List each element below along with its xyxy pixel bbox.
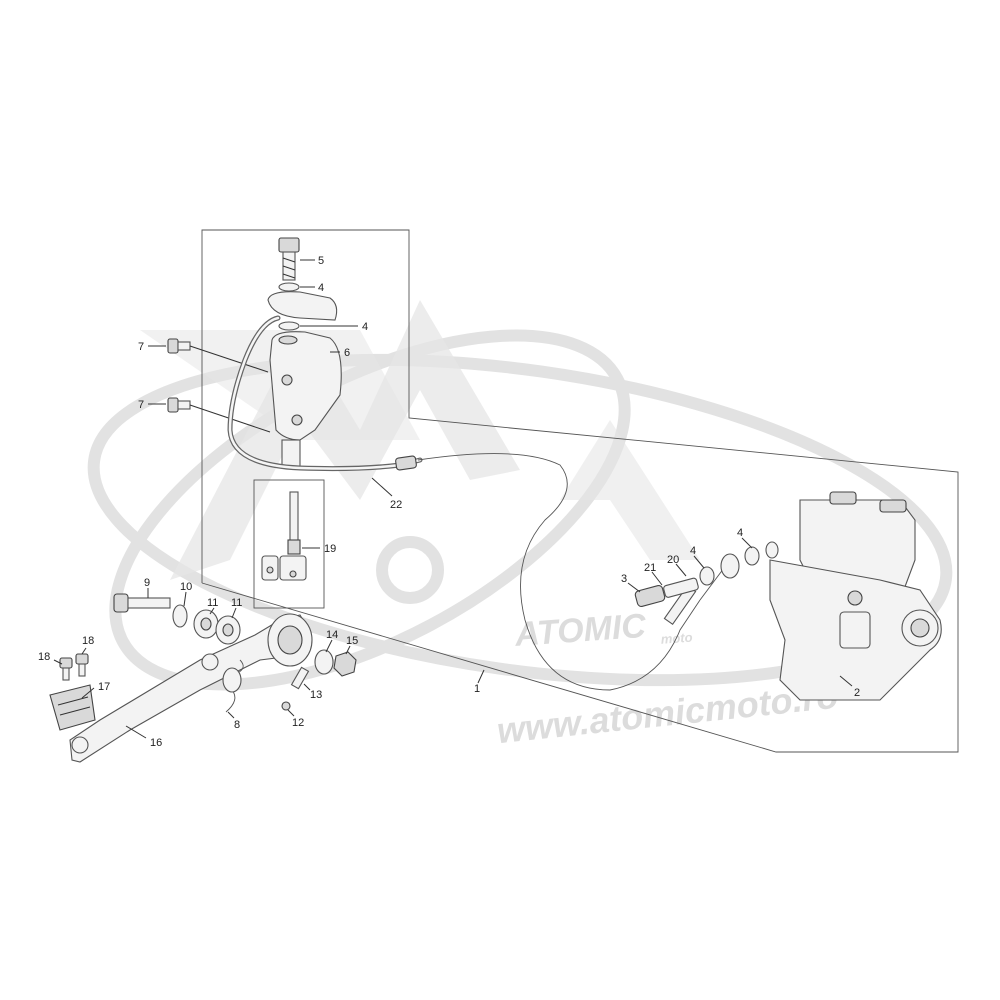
callout-20: 20 <box>667 554 679 566</box>
callout-16: 16 <box>150 737 162 749</box>
callout-4-top: 4 <box>318 282 324 294</box>
callout-18-right: 18 <box>82 635 94 647</box>
callout-15: 15 <box>346 635 358 647</box>
callout-10: 10 <box>180 581 192 593</box>
callout-labels: 5 4 4 6 7 7 22 19 1 2 3 21 20 <box>38 255 860 749</box>
callout-3: 3 <box>621 573 627 585</box>
brake-pedal <box>69 613 313 763</box>
callout-8: 8 <box>234 719 240 731</box>
brake-caliper <box>769 491 942 701</box>
callout-1: 1 <box>474 683 480 695</box>
pedal-tip <box>49 684 96 731</box>
callout-18-left: 18 <box>38 651 50 663</box>
callout-11-left: 11 <box>207 597 218 609</box>
callout-17: 17 <box>98 681 110 693</box>
watermark-brand: ATOMIC <box>513 607 648 654</box>
callout-7-top: 7 <box>138 341 144 353</box>
small-parts <box>281 649 357 711</box>
callout-4-caliper: 4 <box>737 527 743 539</box>
callout-7-bottom: 7 <box>138 399 144 411</box>
callout-19: 19 <box>324 543 336 555</box>
callout-14: 14 <box>326 629 338 641</box>
callout-6: 6 <box>344 347 350 359</box>
assembly-frames <box>201 229 959 753</box>
push-rod <box>261 491 307 581</box>
callout-4-banjo: 4 <box>690 545 696 557</box>
master-cylinder <box>267 237 342 469</box>
callout-4-second: 4 <box>362 321 368 333</box>
brake-line <box>417 453 731 691</box>
brake-hose <box>227 315 423 472</box>
callout-2: 2 <box>854 687 860 699</box>
callout-22: 22 <box>390 499 402 511</box>
pivot-bolt <box>113 593 241 645</box>
callout-11-right: 11 <box>231 597 242 609</box>
pedal-bolts <box>59 653 89 681</box>
callout-5: 5 <box>318 255 324 267</box>
callout-12: 12 <box>292 717 304 729</box>
return-spring <box>222 659 244 713</box>
callout-13: 13 <box>310 689 322 701</box>
callout-21: 21 <box>644 562 656 574</box>
banjo-fittings <box>634 541 779 608</box>
callout-9: 9 <box>144 577 150 589</box>
